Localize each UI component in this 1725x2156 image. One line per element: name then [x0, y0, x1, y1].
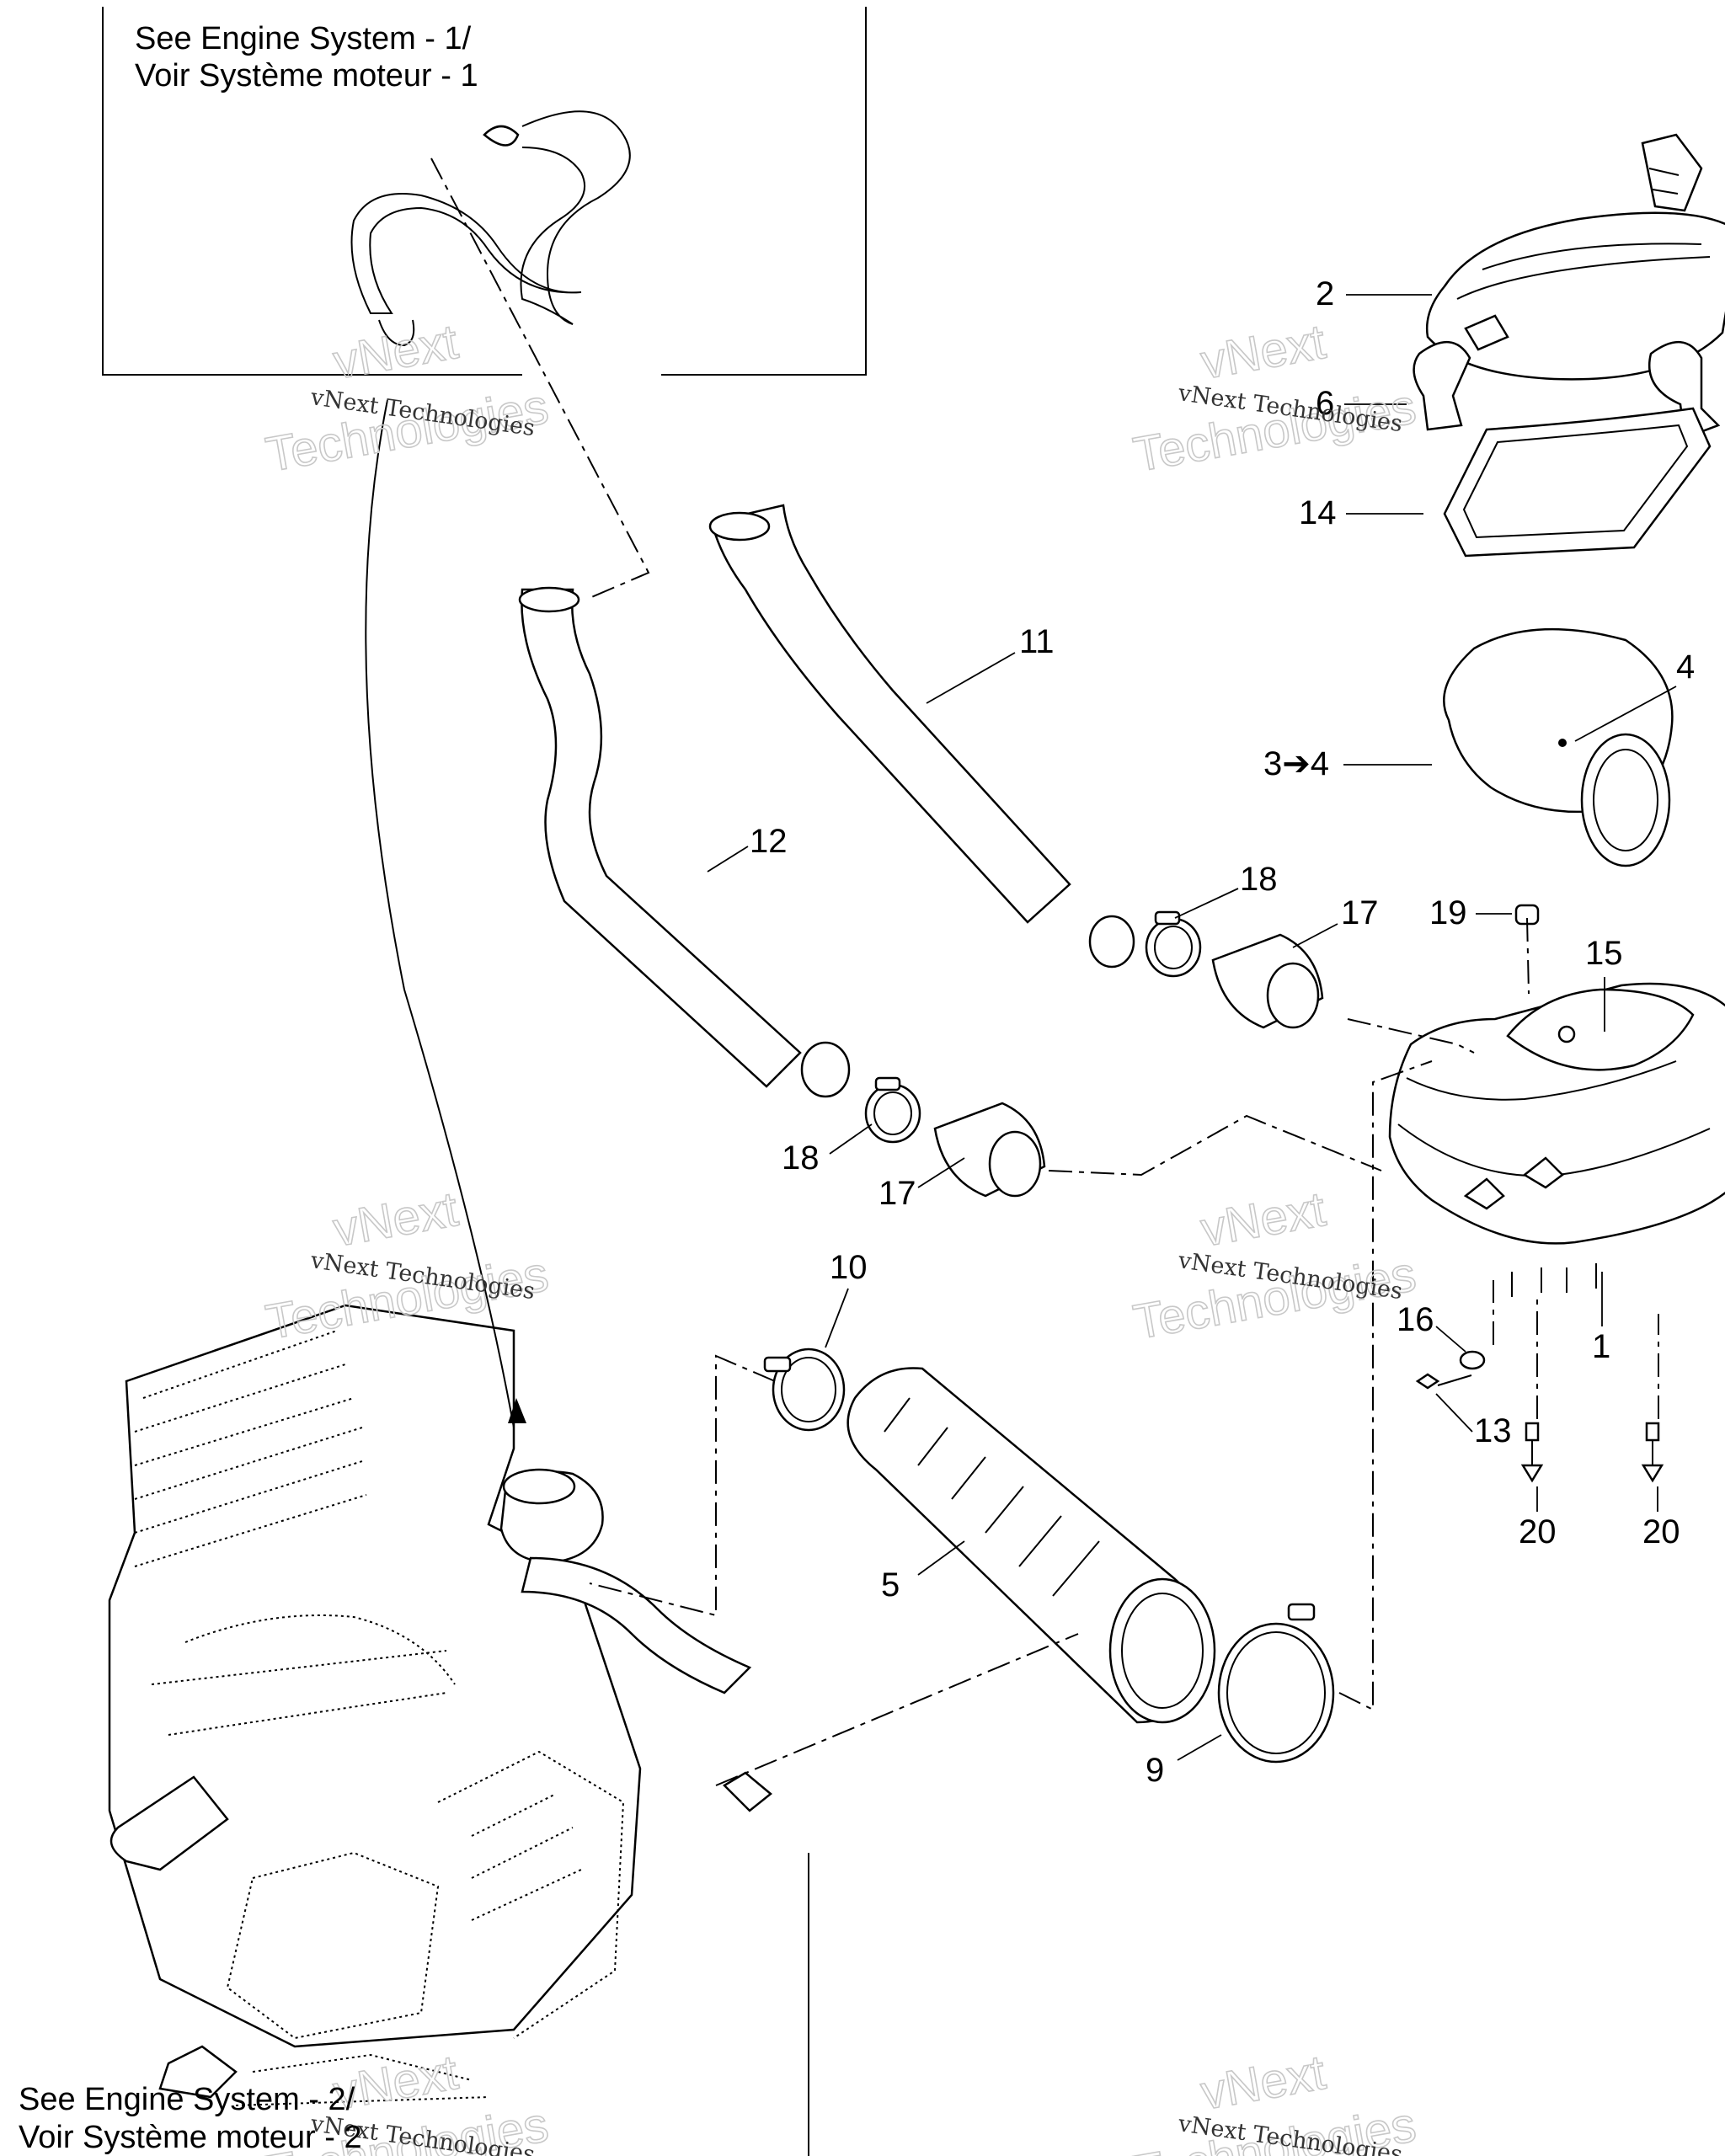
clamp-9: [1217, 1603, 1335, 1764]
engine-assembly: [108, 1304, 772, 2106]
boot-5: [846, 1367, 1216, 1724]
watermark-brand: vNext: [1197, 314, 1329, 390]
reference-top-line1: See Engine System - 1/: [135, 21, 472, 56]
callout-6: 6: [1316, 385, 1334, 422]
coupler-17-upper: [1211, 933, 1324, 1029]
cover-2: [1426, 211, 1725, 381]
callout-5: 5: [881, 1566, 900, 1604]
callout-17-lower: 17: [879, 1175, 916, 1212]
callout-14: 14: [1299, 494, 1337, 531]
callout-3-to-4: 3➔4: [1263, 745, 1329, 782]
callout-11: 11: [1019, 623, 1055, 660]
watermark-1: vNext Technologies vNext Technologies: [261, 313, 553, 483]
clip-top: [1641, 133, 1703, 212]
callout-13: 13: [1474, 1412, 1512, 1449]
callout-1: 1: [1592, 1328, 1610, 1365]
clip-6-left: [1413, 340, 1471, 431]
callout-10: 10: [830, 1249, 868, 1286]
clamp-10: [763, 1348, 846, 1432]
watermark-brand: vNext: [1197, 1182, 1329, 1257]
filter-4: [1443, 627, 1674, 867]
hose-11: [708, 504, 1135, 969]
coupler-17-lower: [933, 1102, 1046, 1198]
gasket-14: [1443, 407, 1712, 558]
watermark-brand: vNext: [329, 1182, 462, 1257]
callout-17-upper: 17: [1341, 894, 1379, 931]
clamp-18-upper: [1145, 910, 1202, 978]
callout-20-left: 20: [1519, 1513, 1557, 1550]
watermark-brand: vNext: [1197, 2045, 1329, 2121]
reference-bottom: See Engine System - 2/ Voir Système mote…: [19, 2082, 362, 2155]
callout-12: 12: [750, 823, 788, 860]
connection-lines: [365, 157, 1659, 2156]
callout-9: 9: [1146, 1752, 1164, 1789]
watermark-2: vNext Technologies vNext Technologies: [1129, 313, 1420, 483]
clamp-18-lower: [864, 1076, 921, 1144]
airbox-1: [1388, 982, 1725, 1297]
reference-bottom-line2: Voir Système moteur - 2: [19, 2120, 362, 2155]
callout-16: 16: [1397, 1301, 1434, 1338]
callout-15: 15: [1585, 935, 1623, 972]
reference-bottom-line1: See Engine System - 2/: [19, 2082, 355, 2117]
watermark-3: vNext Technologies vNext Technologies: [261, 1181, 553, 1350]
hardware-13-16-20: [1415, 1350, 1664, 1483]
callout-19: 19: [1429, 894, 1467, 931]
watermark-4: vNext Technologies vNext Technologies: [1129, 1181, 1420, 1350]
watermark-brand: vNext: [329, 314, 462, 390]
callout-2: 2: [1316, 275, 1334, 312]
callout-18-lower: 18: [782, 1139, 820, 1177]
callout-20-right: 20: [1642, 1513, 1680, 1550]
reference-box-top: See Engine System - 1/ Voir Système mote…: [102, 7, 867, 376]
callouts: 2 6 14 4 3➔4 11 12 18 17 19 15 18 17 10 …: [707, 275, 1695, 1789]
callout-4: 4: [1676, 648, 1695, 686]
callout-18-upper: 18: [1240, 861, 1278, 898]
watermark-6: vNext Technologies vNext Technologies: [1129, 2044, 1420, 2156]
reference-top-line2: Voir Système moteur - 1: [135, 58, 478, 93]
hose-12: [518, 586, 851, 1098]
